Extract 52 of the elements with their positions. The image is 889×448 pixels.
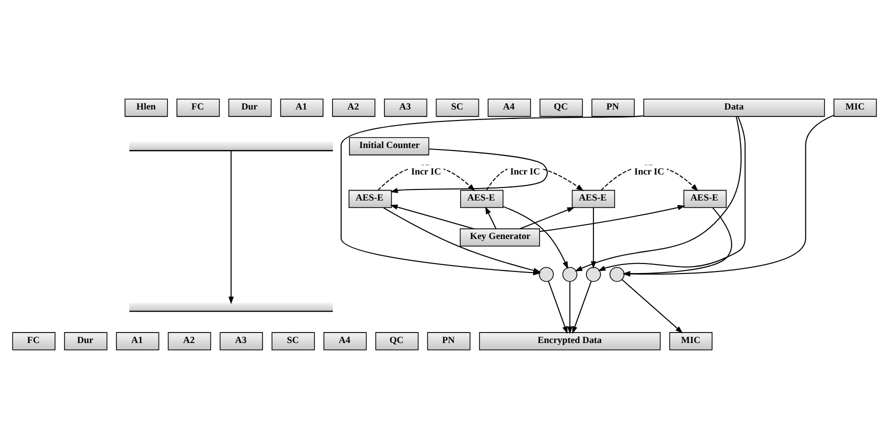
node-box: AES-E — [683, 189, 727, 208]
arrow — [520, 206, 575, 229]
node-box: A4 — [488, 98, 531, 116]
node-box: MIC — [834, 98, 877, 116]
arrow — [622, 278, 683, 333]
node-box: A3 — [220, 332, 263, 350]
edge-label: Incr IC — [411, 167, 442, 178]
node-circle — [562, 266, 578, 282]
node-box: Initial Counter — [349, 136, 430, 155]
node-box: Key Generator — [460, 228, 540, 246]
arrow — [590, 207, 596, 268]
node-box: A4 — [323, 332, 367, 350]
arrow — [622, 114, 834, 276]
node-box: QC — [375, 332, 419, 350]
node-box: FC — [176, 98, 220, 116]
node-box: PN — [427, 332, 470, 350]
node-box: Hlen — [124, 98, 168, 116]
node-box: PN — [591, 98, 635, 116]
node-box: FC — [12, 332, 56, 350]
arrow — [574, 116, 742, 271]
arrow — [548, 280, 568, 334]
node-box: QC — [540, 98, 583, 116]
node-circle — [586, 266, 601, 282]
node-box: AES-E — [348, 189, 392, 208]
node-box: A2 — [332, 98, 376, 116]
node-box: SC — [436, 98, 480, 116]
node-box: A1 — [116, 332, 160, 350]
node-box: Encrypted Data — [479, 332, 661, 350]
arrow — [622, 206, 732, 276]
node-box: A3 — [384, 98, 428, 116]
node-box: A1 — [280, 98, 324, 116]
node-box: AES-E — [572, 189, 616, 208]
arrow — [485, 206, 496, 228]
node-box: A2 — [168, 332, 212, 350]
arrow — [390, 204, 474, 229]
arrow — [572, 280, 592, 334]
arrow — [503, 206, 568, 269]
arrow — [598, 116, 746, 271]
node-box: SC — [272, 332, 315, 350]
node-box: Data — [643, 98, 825, 116]
edge-label: Incr IC — [634, 167, 664, 178]
arrow — [390, 148, 548, 193]
node-circle — [610, 266, 624, 282]
node-circle — [538, 266, 554, 282]
node-box: Dur — [228, 98, 272, 116]
node-box: Dur — [64, 332, 108, 350]
arrow — [540, 204, 686, 232]
node-box: MIC — [669, 332, 712, 350]
arrow — [567, 281, 572, 334]
node-box: AES-E — [460, 189, 504, 208]
arrow — [228, 150, 234, 304]
edge-label: Incr IC — [510, 167, 540, 178]
